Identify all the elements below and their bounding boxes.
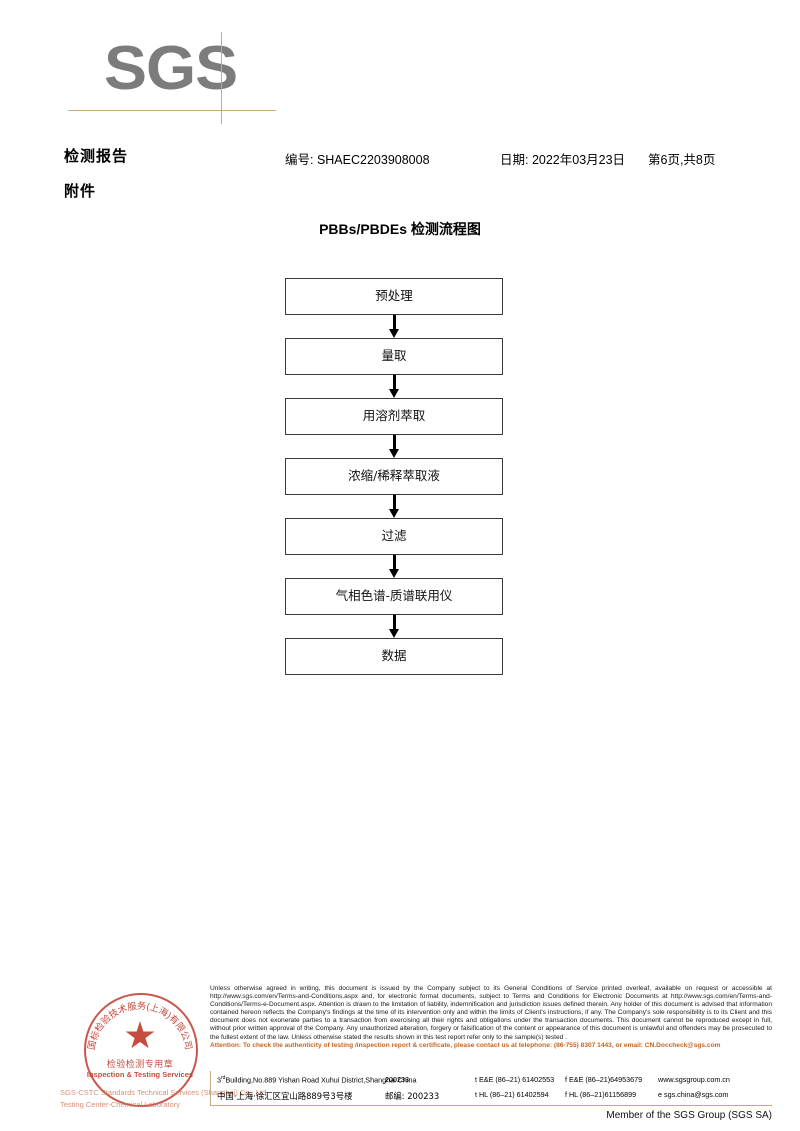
flowchart-title: PBBs/PBDEs 检测流程图 (319, 221, 481, 237)
address-en-zip: 200233 (385, 1075, 409, 1084)
address-tel-ee: t E&E (86–21) 61402553 (475, 1075, 555, 1084)
flow-box-label: 气相色谱-质谱联用仪 (335, 588, 453, 603)
legal-body-text: Unless otherwise agreed in writing, this… (210, 985, 772, 1041)
flow-arrow-3 (285, 435, 503, 458)
address-tel-hl: t HL (86–21) 61402594 (475, 1090, 549, 1099)
flow-box-filtration: 过滤 (285, 518, 503, 555)
address-email[interactable]: e sgs.china@sgs.com (658, 1090, 729, 1099)
legal-disclaimer: Unless otherwise agreed in writing, this… (210, 985, 772, 1050)
flow-box-label: 过滤 (381, 528, 407, 543)
flow-box-pretreatment: 预处理 (285, 278, 503, 315)
sgs-logo: SGS (68, 32, 284, 124)
flow-arrow-4 (285, 495, 503, 518)
arrow-shaft (392, 435, 396, 451)
report-date: 日期: 2022年03月23日 (500, 153, 626, 167)
flow-arrow-2 (285, 375, 503, 398)
address-fax-ee: f E&E (86–21)64953679 (565, 1075, 643, 1084)
arrow-shaft (392, 315, 396, 331)
arrow-head-icon (389, 389, 399, 398)
address-row-cn: 中国·上海·徐汇区宜山路889号3号楼 邮编: 200233 t HL (86–… (210, 1090, 772, 1105)
flow-box-label: 量取 (381, 348, 407, 363)
sgs-logo-text: SGS (104, 34, 238, 103)
address-building-suffix: rd (221, 1075, 226, 1081)
page-indicator: 第6页,共8页 (648, 153, 716, 167)
flow-box-label: 用溶剂萃取 (362, 408, 426, 423)
logo-horizontal-rule (68, 110, 276, 111)
address-cn: 中国·上海·徐汇区宜山路889号3号楼 (217, 1091, 353, 1101)
address-en-street: Building,No.889 Yishan Road Xuhui Distri… (225, 1075, 417, 1085)
flow-box-measure: 量取 (285, 338, 503, 375)
arrow-shaft (392, 555, 396, 571)
page-title: 检测报告 (64, 148, 129, 165)
flowchart-step: 量取 (285, 338, 503, 375)
address-en: 3rdBuilding,No.889 Yishan Road Xuhui Dis… (217, 1075, 416, 1084)
company-stamp: 国标检验技术服务(上海)有限公司 检验检测专用章 Inspection & Te… (60, 987, 268, 1111)
flow-box-gcms: 气相色谱-质谱联用仪 (285, 578, 503, 615)
stamp-company-line-2: Testing Center-Chemical Laboratory (60, 1100, 181, 1109)
arrow-head-icon (389, 629, 399, 638)
address-horizontal-rule (210, 1105, 772, 1107)
arrow-head-icon (389, 329, 399, 338)
flow-box-label: 浓缩/稀释萃取液 (348, 468, 440, 483)
flowchart-step: 数据 (285, 638, 503, 675)
stamp-ring (84, 993, 198, 1107)
flow-box-solvent-extraction: 用溶剂萃取 (285, 398, 503, 435)
arrow-shaft (392, 375, 396, 391)
flow-arrow-6 (285, 615, 503, 638)
address-block: 3rdBuilding,No.889 Yishan Road Xuhui Dis… (210, 1071, 772, 1107)
flow-box-data: 数据 (285, 638, 503, 675)
stamp-company-line-1: SGS-CSTC Standards Technical Services (S… (60, 1088, 269, 1097)
address-cn-zip: 邮编: 200233 (385, 1091, 440, 1101)
stamp-cn-label: 检验检测专用章 (106, 1059, 174, 1069)
stamp-en-label: Inspection & Testing Services (86, 1070, 194, 1079)
flow-arrow-1 (285, 315, 503, 338)
member-notice: Member of the SGS Group (SGS SA) (606, 1110, 772, 1121)
address-fax-hl: f HL (86–21)61156899 (565, 1090, 637, 1099)
report-number: 编号: SHAEC2203908008 (285, 153, 430, 167)
flow-box-concentrate-dilute: 浓缩/稀释萃取液 (285, 458, 503, 495)
arrow-head-icon (389, 509, 399, 518)
flowchart-step: 预处理 (285, 278, 503, 315)
flowchart: 预处理 量取 用溶剂萃取 浓缩/稀释萃取液 (285, 278, 503, 675)
arrow-head-icon (389, 449, 399, 458)
flow-box-label: 预处理 (375, 288, 413, 303)
arrow-shaft (392, 615, 396, 631)
flowchart-step: 用溶剂萃取 (285, 398, 503, 435)
flowchart-step: 过滤 (285, 518, 503, 555)
address-website[interactable]: www.sgsgroup.com.cn (658, 1075, 730, 1084)
address-building-number: 3 (217, 1075, 221, 1085)
address-row-en: 3rdBuilding,No.889 Yishan Road Xuhui Dis… (210, 1075, 772, 1090)
arrow-head-icon (389, 569, 399, 578)
arrow-shaft (392, 495, 396, 511)
attachment-label: 附件 (64, 183, 97, 200)
logo-vertical-rule (221, 32, 222, 124)
address-vertical-rule (210, 1071, 212, 1105)
flow-arrow-5 (285, 555, 503, 578)
flow-box-label: 数据 (381, 648, 407, 663)
page-footer: 国标检验技术服务(上海)有限公司 检验检测专用章 Inspection & Te… (0, 975, 800, 1131)
flowchart-step: 气相色谱-质谱联用仪 (285, 578, 503, 615)
flowchart-step: 浓缩/稀释萃取液 (285, 458, 503, 495)
attention-notice: Attention: To check the authenticity of … (210, 1041, 721, 1049)
